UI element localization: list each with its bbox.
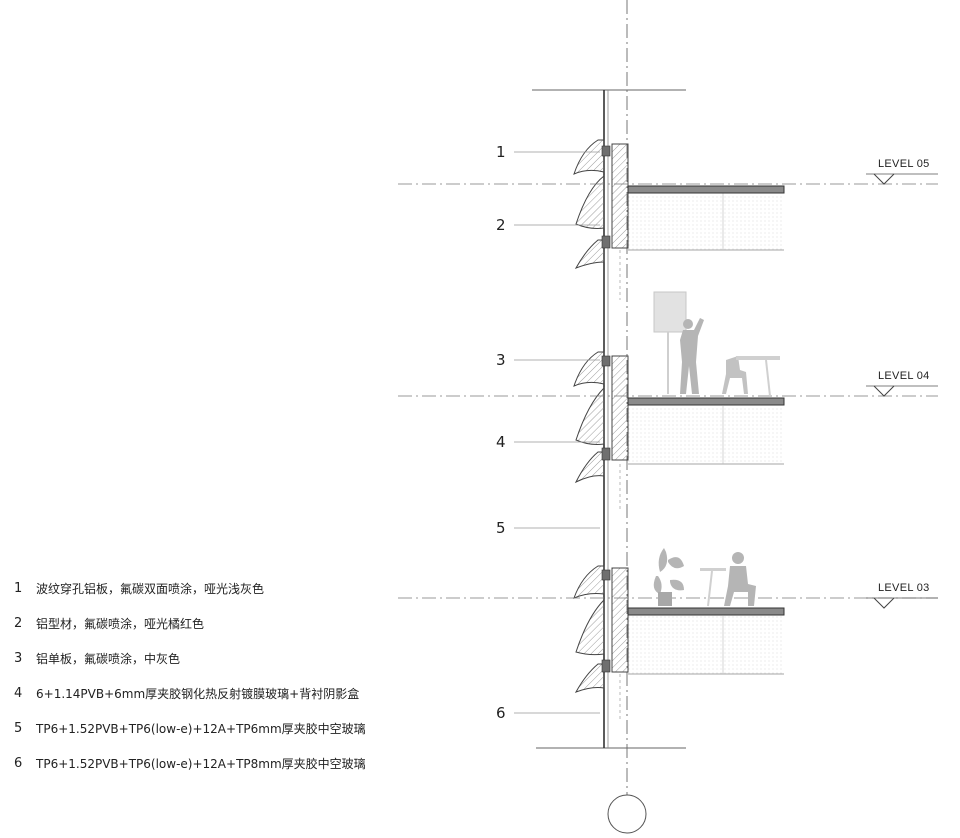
ceiling-zone-04 bbox=[628, 406, 784, 464]
callout-4: 4 bbox=[496, 433, 506, 451]
legend-item-1: 1 波纹穿孔铝板，氟碳双面喷涂，哑光浅灰色 bbox=[14, 578, 264, 598]
callout-3: 3 bbox=[496, 351, 506, 369]
slab-level-03 bbox=[611, 567, 785, 673]
legend-item-3: 3 铝单板，氟碳喷涂，中灰色 bbox=[14, 648, 180, 668]
aluminum-profiles bbox=[601, 145, 611, 673]
callout-6: 6 bbox=[496, 704, 506, 722]
legend-item-2: 2 铝型材，氟碳喷涂，哑光橘红色 bbox=[14, 613, 204, 633]
ceiling-zone-03 bbox=[628, 616, 784, 674]
level-label-03: LEVEL 03 bbox=[878, 582, 930, 594]
legend-number: 1 bbox=[14, 580, 23, 596]
level-label-04: LEVEL 04 bbox=[878, 370, 930, 382]
callout-5: 5 bbox=[496, 519, 506, 537]
level-line-04 bbox=[398, 385, 938, 397]
perforated-fins-05 bbox=[573, 139, 605, 269]
legend-text: TP6+1.52PVB+TP6(low-e)+12A+TP8mm厚夹胶中空玻璃 bbox=[36, 756, 366, 771]
legend-number: 4 bbox=[14, 685, 23, 701]
legend-text: 铝型材，氟碳喷涂，哑光橘红色 bbox=[36, 616, 205, 631]
legend-number: 2 bbox=[14, 615, 23, 631]
perforated-fins-03 bbox=[573, 565, 605, 693]
legend-number: 6 bbox=[14, 755, 23, 771]
level-label-05: LEVEL 05 bbox=[878, 158, 930, 170]
legend-item-6: 6 TP6+1.52PVB+TP6(low-e)+12A+TP8mm厚夹胶中空玻… bbox=[14, 753, 366, 773]
axis-bubble bbox=[607, 794, 647, 834]
legend-text: TP6+1.52PVB+TP6(low-e)+12A+TP6mm厚夹胶中空玻璃 bbox=[36, 721, 366, 736]
callout-2: 2 bbox=[496, 216, 506, 234]
callout-1: 1 bbox=[496, 143, 506, 161]
legend-text: 铝单板，氟碳喷涂，中灰色 bbox=[36, 651, 181, 666]
scene-level-04 bbox=[653, 291, 780, 397]
legend-number: 5 bbox=[14, 720, 23, 736]
legend-item-4: 4 6+1.14PVB+6mm厚夹胶钢化热反射镀膜玻璃+背衬阴影盒 bbox=[14, 683, 359, 703]
callout-leaders bbox=[514, 151, 600, 714]
perforated-fins-04 bbox=[573, 351, 605, 484]
slab-level-05 bbox=[611, 143, 785, 249]
legend-text: 6+1.14PVB+6mm厚夹胶钢化热反射镀膜玻璃+背衬阴影盒 bbox=[36, 686, 360, 701]
legend-number: 3 bbox=[14, 650, 23, 666]
ceiling-zone-05 bbox=[628, 192, 784, 250]
scene-level-03 bbox=[653, 548, 756, 607]
level-line-05 bbox=[398, 173, 938, 185]
slab-level-04 bbox=[611, 355, 785, 461]
legend-item-5: 5 TP6+1.52PVB+TP6(low-e)+12A+TP6mm厚夹胶中空玻… bbox=[14, 718, 366, 738]
legend-text: 波纹穿孔铝板，氟碳双面喷涂，哑光浅灰色 bbox=[36, 581, 265, 596]
